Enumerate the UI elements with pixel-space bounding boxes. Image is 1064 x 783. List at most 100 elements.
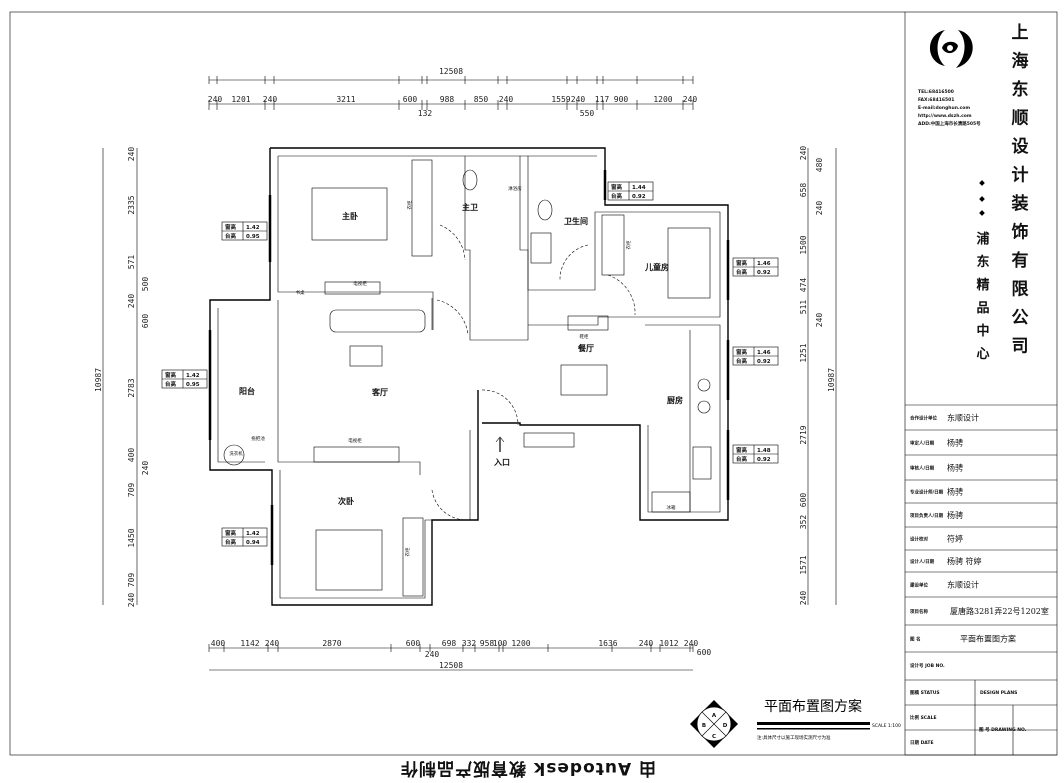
title-block-label: 项目负责人/日期 [910,512,944,519]
room-label: 次卧 [338,496,354,506]
fixture-label: 冰箱 [667,504,676,511]
branch-name-char: 品 [976,301,989,316]
dim-bottom: 240 [639,639,654,648]
walls [208,147,730,606]
title-block-value: 平面布置图方案 [960,634,1016,644]
dim-right: 240 [799,591,808,606]
company-name-char: 司 [1012,337,1029,357]
dim-top: 600 [403,95,418,104]
fixture-label: 衣柜 [625,240,632,249]
title-block-label: 审核人/日期 [910,465,935,472]
fixture-label: 电视柜 [348,437,362,444]
dim-right: 600 [799,493,808,508]
title-block-label: 建设单位 [909,582,928,589]
dim-bottom: 1012 [659,639,678,648]
window-height-value: 1.42 [246,225,260,231]
dim-top: 1200 [653,95,672,104]
second-wardrobe [402,517,424,597]
shoe-cabinet [523,432,575,448]
sill-height-value: 0.92 [757,457,771,463]
branch-name-char: 浦 [976,231,989,247]
washing-machine [223,444,245,466]
dim-top: 3211 [336,95,355,104]
company-name-char: 东 [1012,79,1029,100]
company-name-char: 限 [1012,280,1029,300]
dim-right: 1571 [799,555,808,574]
sink [692,446,712,480]
status-value: DESIGN PLANS [980,690,1017,696]
dim-left: 240 [127,593,136,608]
dim-right: 1500 [799,235,808,254]
dim-top: 850 [474,95,489,104]
sill-height-value: 0.92 [632,194,646,200]
window-height-value: 1.48 [757,448,771,454]
dim-left: 400 [127,448,136,463]
dim-top: 550 [580,109,595,118]
contact-line: E-mail:donghun.com [918,105,970,111]
fixture-label: 洗衣机 [229,450,243,457]
dim-right: 240 [815,201,824,216]
contact-info: TEL:68416500FAX:68416501E-mail:donghun.c… [918,89,981,127]
sill-height-value: 0.92 [757,359,771,365]
furniture [223,159,712,597]
title-block-value: 杨骋 [947,510,963,520]
dim-top: 1559 [551,95,570,104]
sill-height-value: 0.95 [246,234,260,240]
dim-top: 240 [683,95,698,104]
tv-cabinet-master [324,281,381,295]
sill-height-label: 台高 [736,357,748,365]
dim-right: 352 [799,515,808,530]
room-label: 入口 [493,458,510,467]
company-logo [930,30,973,68]
company-name-char: 装 [1011,193,1029,214]
dim-left: 571 [127,255,136,270]
washbasin [530,232,552,264]
dim-bottom: 600 [697,648,712,657]
title-block-label: 设计人/日期 [910,558,935,565]
dim-left: 240 [141,461,150,476]
dim-left: 709 [127,573,136,588]
sill-height-label: 台高 [225,538,237,546]
room-label: 主卫 [462,202,478,212]
title-block-label: 图 名 [910,636,921,643]
window-height-value: 1.44 [632,185,646,191]
sill-height-value: 0.95 [186,382,200,388]
fixture-label: 电视柜 [353,280,367,287]
date-label: 日期 DATE [910,739,934,746]
second-bed [315,529,383,591]
dim-top: 117 [595,95,610,104]
dim-right: 658 [799,183,808,198]
room-label: 儿童房 [644,262,669,272]
contact-line: http://www.dszh.com [918,113,972,119]
company-name-char: 顺 [1012,109,1029,129]
room-label: 主卧 [342,211,358,221]
dim-top: 1201 [231,95,250,104]
sill-height-label: 台高 [611,192,623,200]
title-block-value: 杨骋 符婷 [947,556,982,566]
title-block-value: 东顺设计 [947,580,979,590]
branch-name-char: 东 [976,254,989,270]
title-block-value: 东顺设计 [947,413,979,423]
window-height-label: 窗高 [225,529,237,537]
watermark-text: 由 Autodesk 教育版产品制作 [400,758,657,778]
drawing-no-label: 图 号 DRAWING NO. [979,726,1027,733]
title-block-table [905,404,1057,756]
stove-burner [697,400,711,414]
compass-symbol: A B C D [690,700,738,748]
title-block-label: 审定人/日期 [910,440,935,447]
company-name-char: 公 [1012,308,1029,328]
contact-line: ADD:中国上海市长清路505号 [918,120,981,127]
title-block-value: 符婷 [947,534,963,544]
dim-bottom: 958 [480,639,495,648]
branch-name-char: 精 [976,277,989,293]
dim-bottom: 1200 [511,639,530,648]
dim-top: 988 [440,95,455,104]
master-wardrobe [411,159,433,257]
window-height-label: 窗高 [225,223,237,231]
stove-burner [697,378,711,392]
dim-bottom: 698 [442,639,457,648]
sideboard [567,315,609,331]
toilet [462,169,478,191]
window-height-label: 窗高 [611,183,623,191]
